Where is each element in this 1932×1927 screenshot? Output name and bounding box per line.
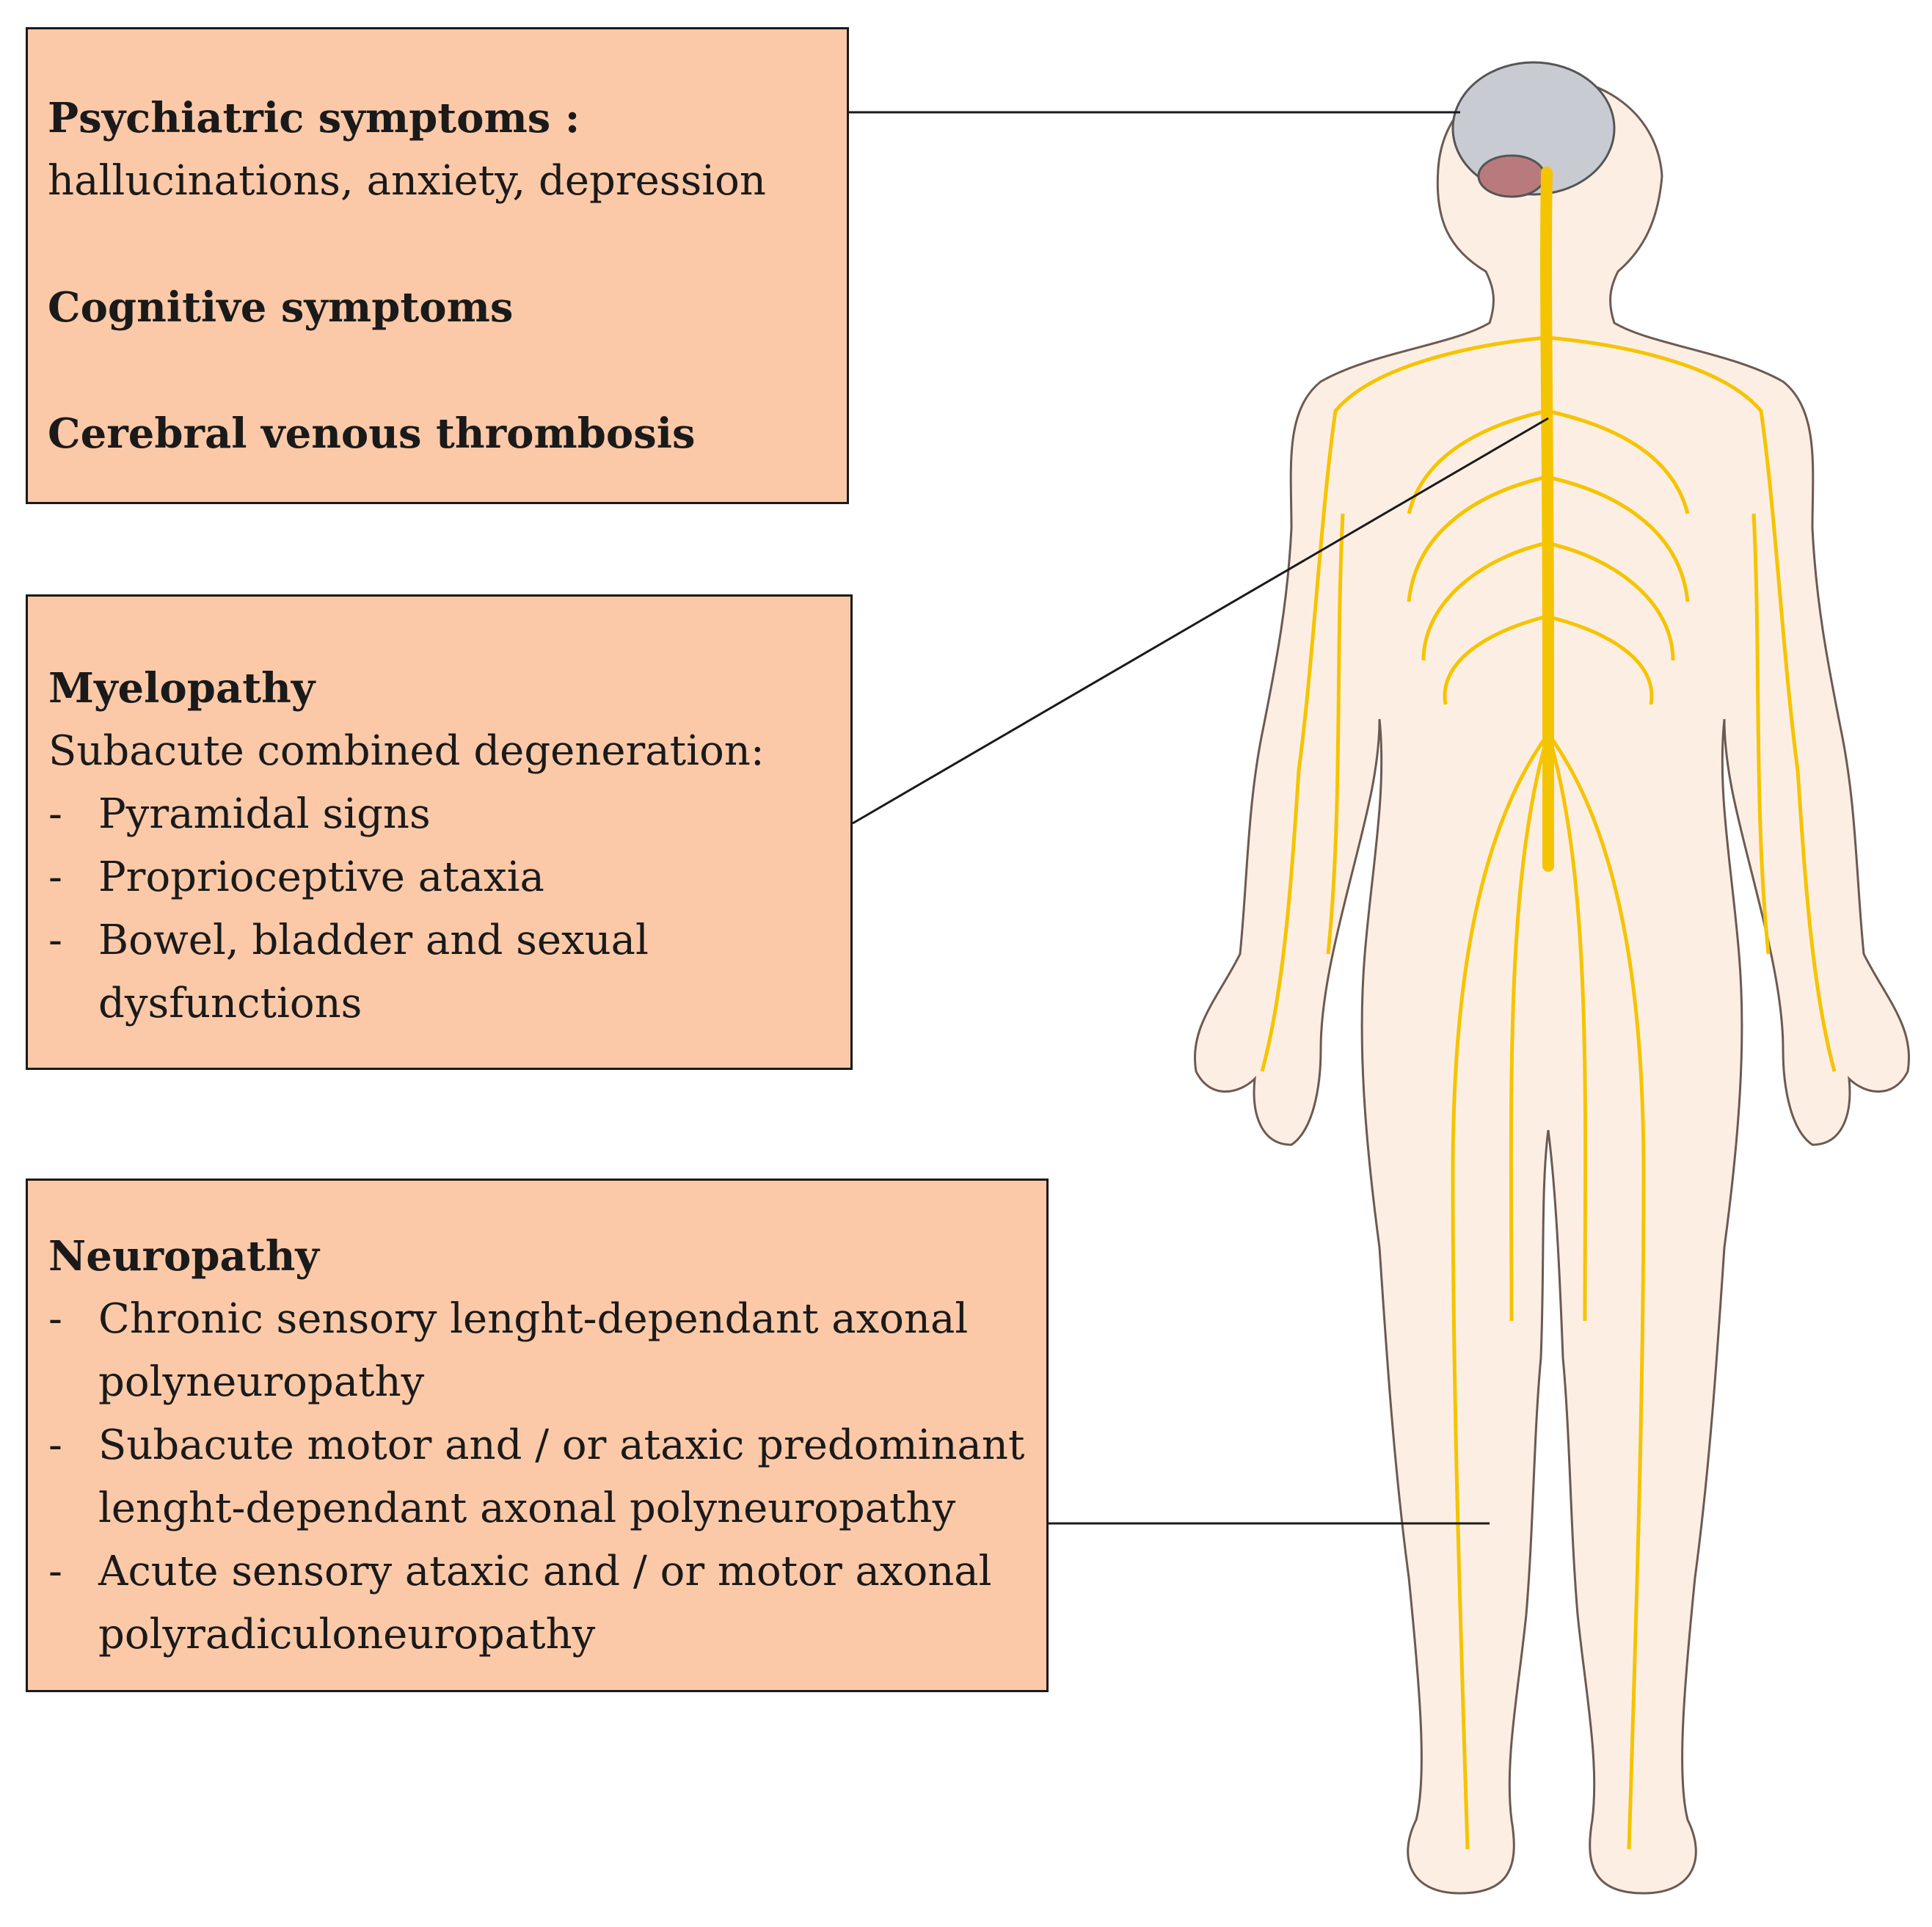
bullet-text: Pyramidal signs bbox=[98, 790, 431, 838]
cns-symptoms-box: Psychiatric symptoms : hallucinations, a… bbox=[26, 27, 849, 504]
list-item: - Acute sensory ataxic and / or motor ax… bbox=[48, 1540, 1046, 1666]
bullet-text-continued: polyneuropathy bbox=[98, 1358, 425, 1406]
spinal-cord bbox=[1540, 167, 1554, 872]
bullet-text-continued: polyradiculoneuropathy bbox=[98, 1611, 596, 1658]
list-item: - Subacute motor and / or ataxic predomi… bbox=[48, 1414, 1046, 1540]
list-item: - Proprioceptive ataxia bbox=[48, 846, 850, 909]
bullet-text-continued: dysfunctions bbox=[98, 980, 362, 1027]
list-item: - Bowel, bladder and sexual dysfunctions bbox=[48, 909, 850, 1035]
bullet-dash: - bbox=[48, 1548, 62, 1595]
bullet-dash: - bbox=[48, 917, 62, 964]
bullet-dash: - bbox=[48, 1295, 62, 1343]
myelopathy-subtitle: Subacute combined degeneration: bbox=[48, 727, 765, 775]
peripheral-nerves bbox=[1260, 335, 1837, 1850]
bullet-text: Proprioceptive ataxia bbox=[98, 853, 544, 901]
bullet-text: Subacute motor and / or ataxic predomina… bbox=[98, 1421, 1025, 1469]
cognitive-symptoms: Cognitive symptoms bbox=[48, 283, 514, 332]
neuropathy-box: Neuropathy - Chronic sensory lenght-depe… bbox=[26, 1179, 1049, 1692]
list-item: - Pyramidal signs bbox=[48, 783, 850, 846]
human-body-outline bbox=[1194, 76, 1910, 1895]
bullet-dash: - bbox=[48, 790, 62, 838]
bullet-dash: - bbox=[48, 1421, 62, 1469]
bullet-text-continued: lenght-dependant axonal polyneuropathy bbox=[98, 1485, 956, 1532]
bullet-dash: - bbox=[48, 853, 62, 901]
cerebral-venous-thrombosis: Cerebral venous thrombosis bbox=[48, 409, 696, 458]
myelopathy-box: Myelopathy Subacute combined degeneratio… bbox=[26, 594, 853, 1070]
connector-spinal-cord bbox=[852, 417, 1549, 825]
bullet-text: Chronic sensory lenght-dependant axonal bbox=[98, 1295, 969, 1343]
neuropathy-title: Neuropathy bbox=[48, 1232, 319, 1281]
psychiatric-title: Psychiatric symptoms : bbox=[48, 94, 580, 142]
psychiatric-detail: hallucinations, anxiety, depression bbox=[48, 157, 766, 205]
list-item: - Chronic sensory lenght-dependant axona… bbox=[48, 1288, 1046, 1414]
myelopathy-title: Myelopathy bbox=[48, 664, 316, 713]
cerebellum bbox=[1477, 154, 1546, 198]
bullet-text: Bowel, bladder and sexual bbox=[98, 917, 649, 964]
bullet-text: Acute sensory ataxic and / or motor axon… bbox=[98, 1548, 992, 1595]
